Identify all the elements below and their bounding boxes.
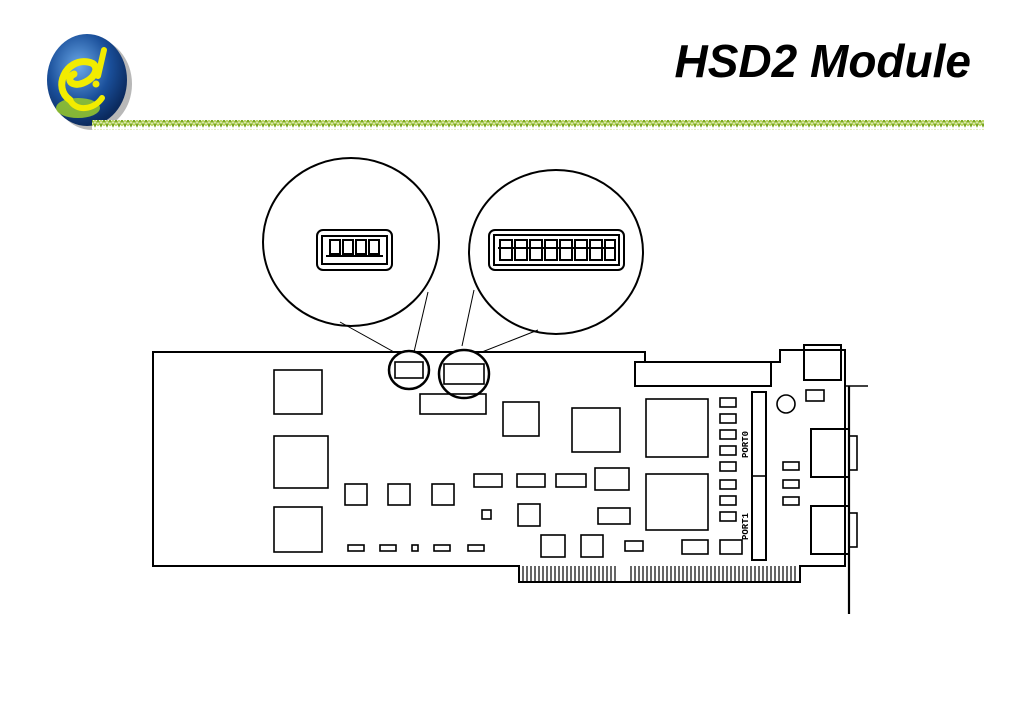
port0-label: PORT0 <box>741 431 751 458</box>
zoom-circle-right <box>468 169 644 335</box>
e-globe-logo-icon <box>47 34 132 130</box>
slide-title: HSD2 Module <box>674 35 971 87</box>
port1-label: PORT1 <box>741 512 751 540</box>
zoom-circle-left <box>262 157 440 327</box>
dip-switch-4-pos <box>316 229 393 271</box>
title-divider <box>92 120 984 130</box>
dip-switch-8-pos <box>488 229 625 271</box>
edge-connector <box>522 566 796 582</box>
